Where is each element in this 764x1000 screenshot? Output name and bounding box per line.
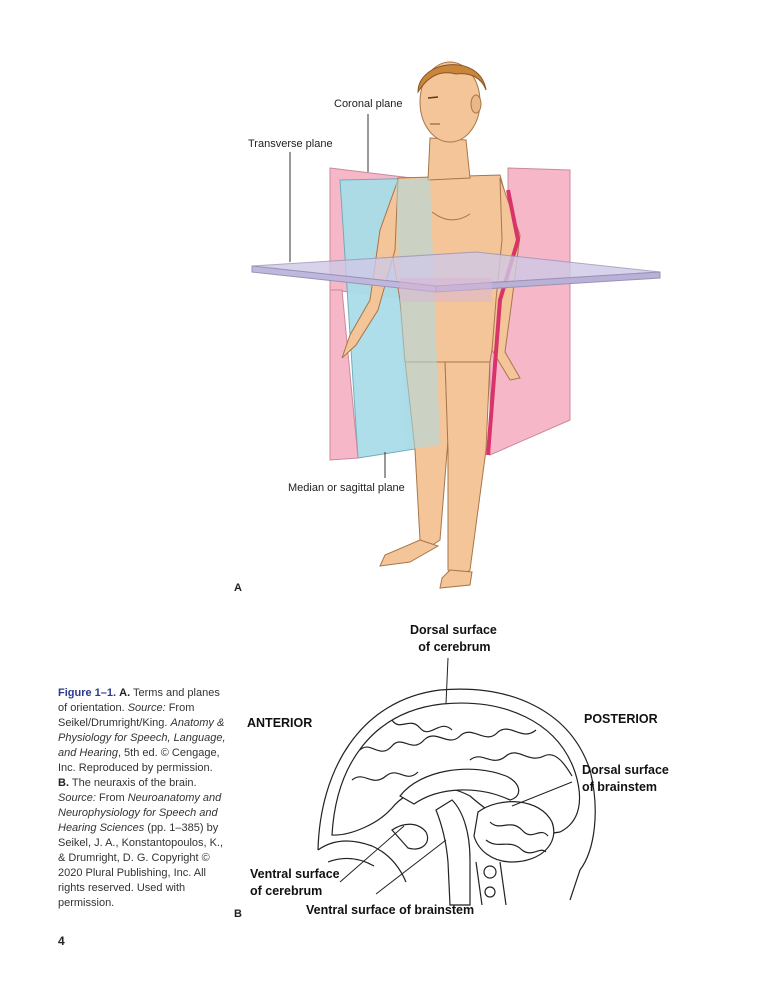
brainstem [435, 799, 471, 906]
dorsal-brainstem-label: Dorsal surface of brainstem [582, 763, 669, 794]
nasal-cavity [317, 840, 407, 883]
caption-source-1-post: , 5th ed. © Cengage, Inc. Reproduced by … [58, 747, 220, 774]
dorsal-cerebrum-label: Dorsal surface of cerebrum [410, 623, 497, 654]
anterior-label: ANTERIOR [247, 716, 313, 730]
skull-outline [317, 688, 596, 901]
dorsal-brainstem-leader [511, 781, 573, 807]
figure-caption: Figure 1–1. A. Terms and planes of orien… [58, 686, 226, 911]
caption-source-2-title: Neuroanatomy and Neurophysiology for Spe… [58, 792, 222, 834]
cerebellum [473, 801, 555, 863]
caption-a-letter: A. [119, 687, 131, 699]
transverse-plane-label: Transverse plane [248, 138, 333, 150]
ventral-brainstem-label: Ventral surface of brainstem [306, 903, 475, 917]
caption-b-letter: B. [58, 777, 69, 789]
cerebrum-outline [331, 702, 581, 836]
coronal-plane-label: Coronal plane [334, 98, 403, 110]
brain-sagittal-illustration [317, 657, 596, 906]
caption-source-2-pre: From [98, 792, 125, 804]
ventral-cerebrum-label: Ventral surface of cerebrum [250, 867, 340, 898]
planes-of-orientation-illustration [251, 61, 661, 589]
transverse-body-section [400, 278, 492, 302]
coronal-plane-lower [329, 289, 359, 461]
caption-source-1-pre: From Seikel/Drumright/King. [58, 702, 195, 729]
ventral-brainstem-leader [375, 839, 447, 895]
median-plane-label: Median or sagittal plane [288, 482, 405, 494]
caption-source-2-post: (pp. 1–385) by Seikel, J. A., Konstantop… [58, 822, 224, 909]
ventral-cerebrum-leader [339, 825, 405, 883]
figure-number: Figure 1–1. [58, 687, 117, 699]
caption-source-label-2: Source: [58, 792, 96, 804]
panel-b-letter: B [234, 908, 242, 920]
corpus-callosum [399, 768, 520, 805]
spinal-column [475, 861, 507, 906]
panel-a-letter: A [234, 582, 242, 594]
posterior-label: POSTERIOR [584, 712, 658, 726]
caption-a-text: Terms and planes of orientation. [58, 687, 220, 714]
dorsal-cerebrum-leader [445, 657, 449, 705]
page-number: 4 [58, 934, 65, 948]
caption-source-1-title: Anatomy & Physiology for Speech, Languag… [58, 717, 226, 759]
sagittal-plane-overlay [396, 178, 440, 450]
caption-b-text: The neuraxis of the brain. [71, 777, 197, 789]
caption-source-label-1: Source: [127, 702, 166, 714]
